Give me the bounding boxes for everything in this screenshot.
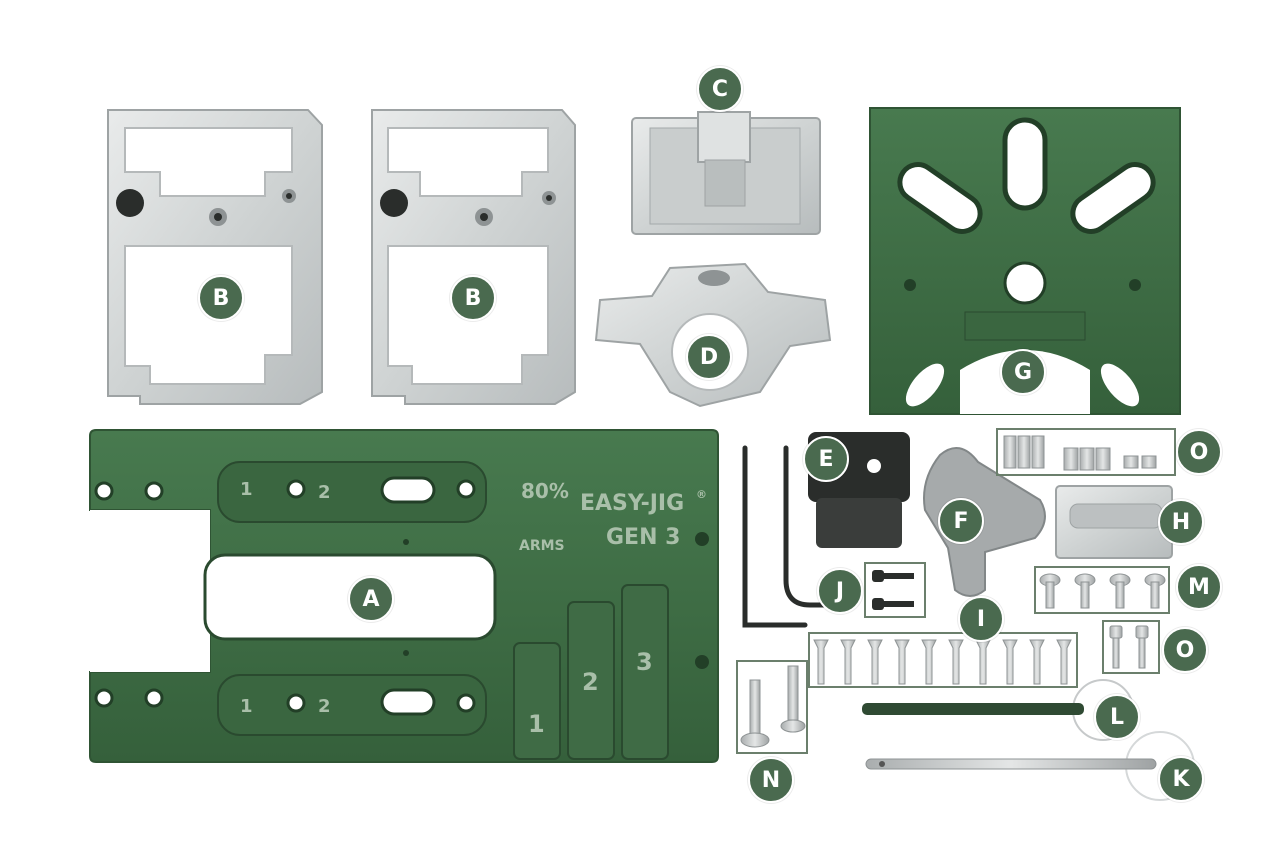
box-n	[736, 660, 808, 754]
part-k-pin	[865, 731, 1195, 801]
part-b-right	[371, 109, 576, 405]
part-m-screws	[1039, 573, 1166, 609]
part-a-base-plate: 80% ARMS EASY-JIG ® GEN 3 1 2 3 1 2 1 2	[89, 429, 719, 763]
box-i	[808, 632, 1078, 688]
label-f: F	[938, 498, 984, 544]
box-o-bottom	[1102, 620, 1160, 674]
label-m: M	[1176, 564, 1222, 610]
label-c: C	[697, 66, 743, 112]
label-j: J	[817, 568, 863, 614]
rail-number-1-bottom: 1	[240, 696, 253, 717]
label-e: E	[803, 436, 849, 482]
box-o-top	[996, 428, 1176, 476]
rail-number-2-top: 2	[318, 482, 331, 503]
part-j-screws	[872, 570, 914, 610]
label-h: H	[1158, 499, 1204, 545]
label-o-top: O	[1176, 429, 1222, 475]
slot-number-3: 3	[636, 648, 653, 676]
slot-number-1: 1	[528, 710, 545, 738]
engraving-brand-top: 80%	[521, 479, 569, 503]
part-l-pin	[862, 679, 1134, 741]
part-f	[923, 447, 1046, 597]
label-b-left: B	[198, 275, 244, 321]
box-j	[864, 562, 926, 618]
part-o-spacers	[1003, 435, 1157, 471]
part-b-left	[107, 109, 323, 405]
rail-number-1-top: 1	[240, 479, 253, 500]
label-a: A	[348, 576, 394, 622]
engraving-product: EASY-JIG	[580, 491, 684, 516]
part-i-screws	[813, 639, 1072, 685]
label-b-right: B	[450, 275, 496, 321]
label-g: G	[1000, 349, 1046, 395]
label-l: L	[1094, 694, 1140, 740]
slot-number-2: 2	[582, 668, 599, 696]
engraving-reg-mark: ®	[696, 488, 707, 501]
label-i: I	[958, 596, 1004, 642]
part-n-screws	[740, 665, 806, 748]
part-c	[631, 111, 821, 235]
rail-number-2-bottom: 2	[318, 696, 331, 717]
box-m	[1034, 566, 1170, 614]
part-o-bolts	[1109, 625, 1149, 669]
engraving-brand-bottom: ARMS	[519, 538, 565, 554]
label-n: N	[748, 757, 794, 803]
label-k: K	[1158, 756, 1204, 802]
engraving-generation: GEN 3	[606, 525, 680, 550]
label-o-bottom: O	[1162, 627, 1208, 673]
part-h	[1055, 485, 1173, 559]
label-d: D	[686, 334, 732, 380]
hex-keys	[742, 445, 833, 628]
